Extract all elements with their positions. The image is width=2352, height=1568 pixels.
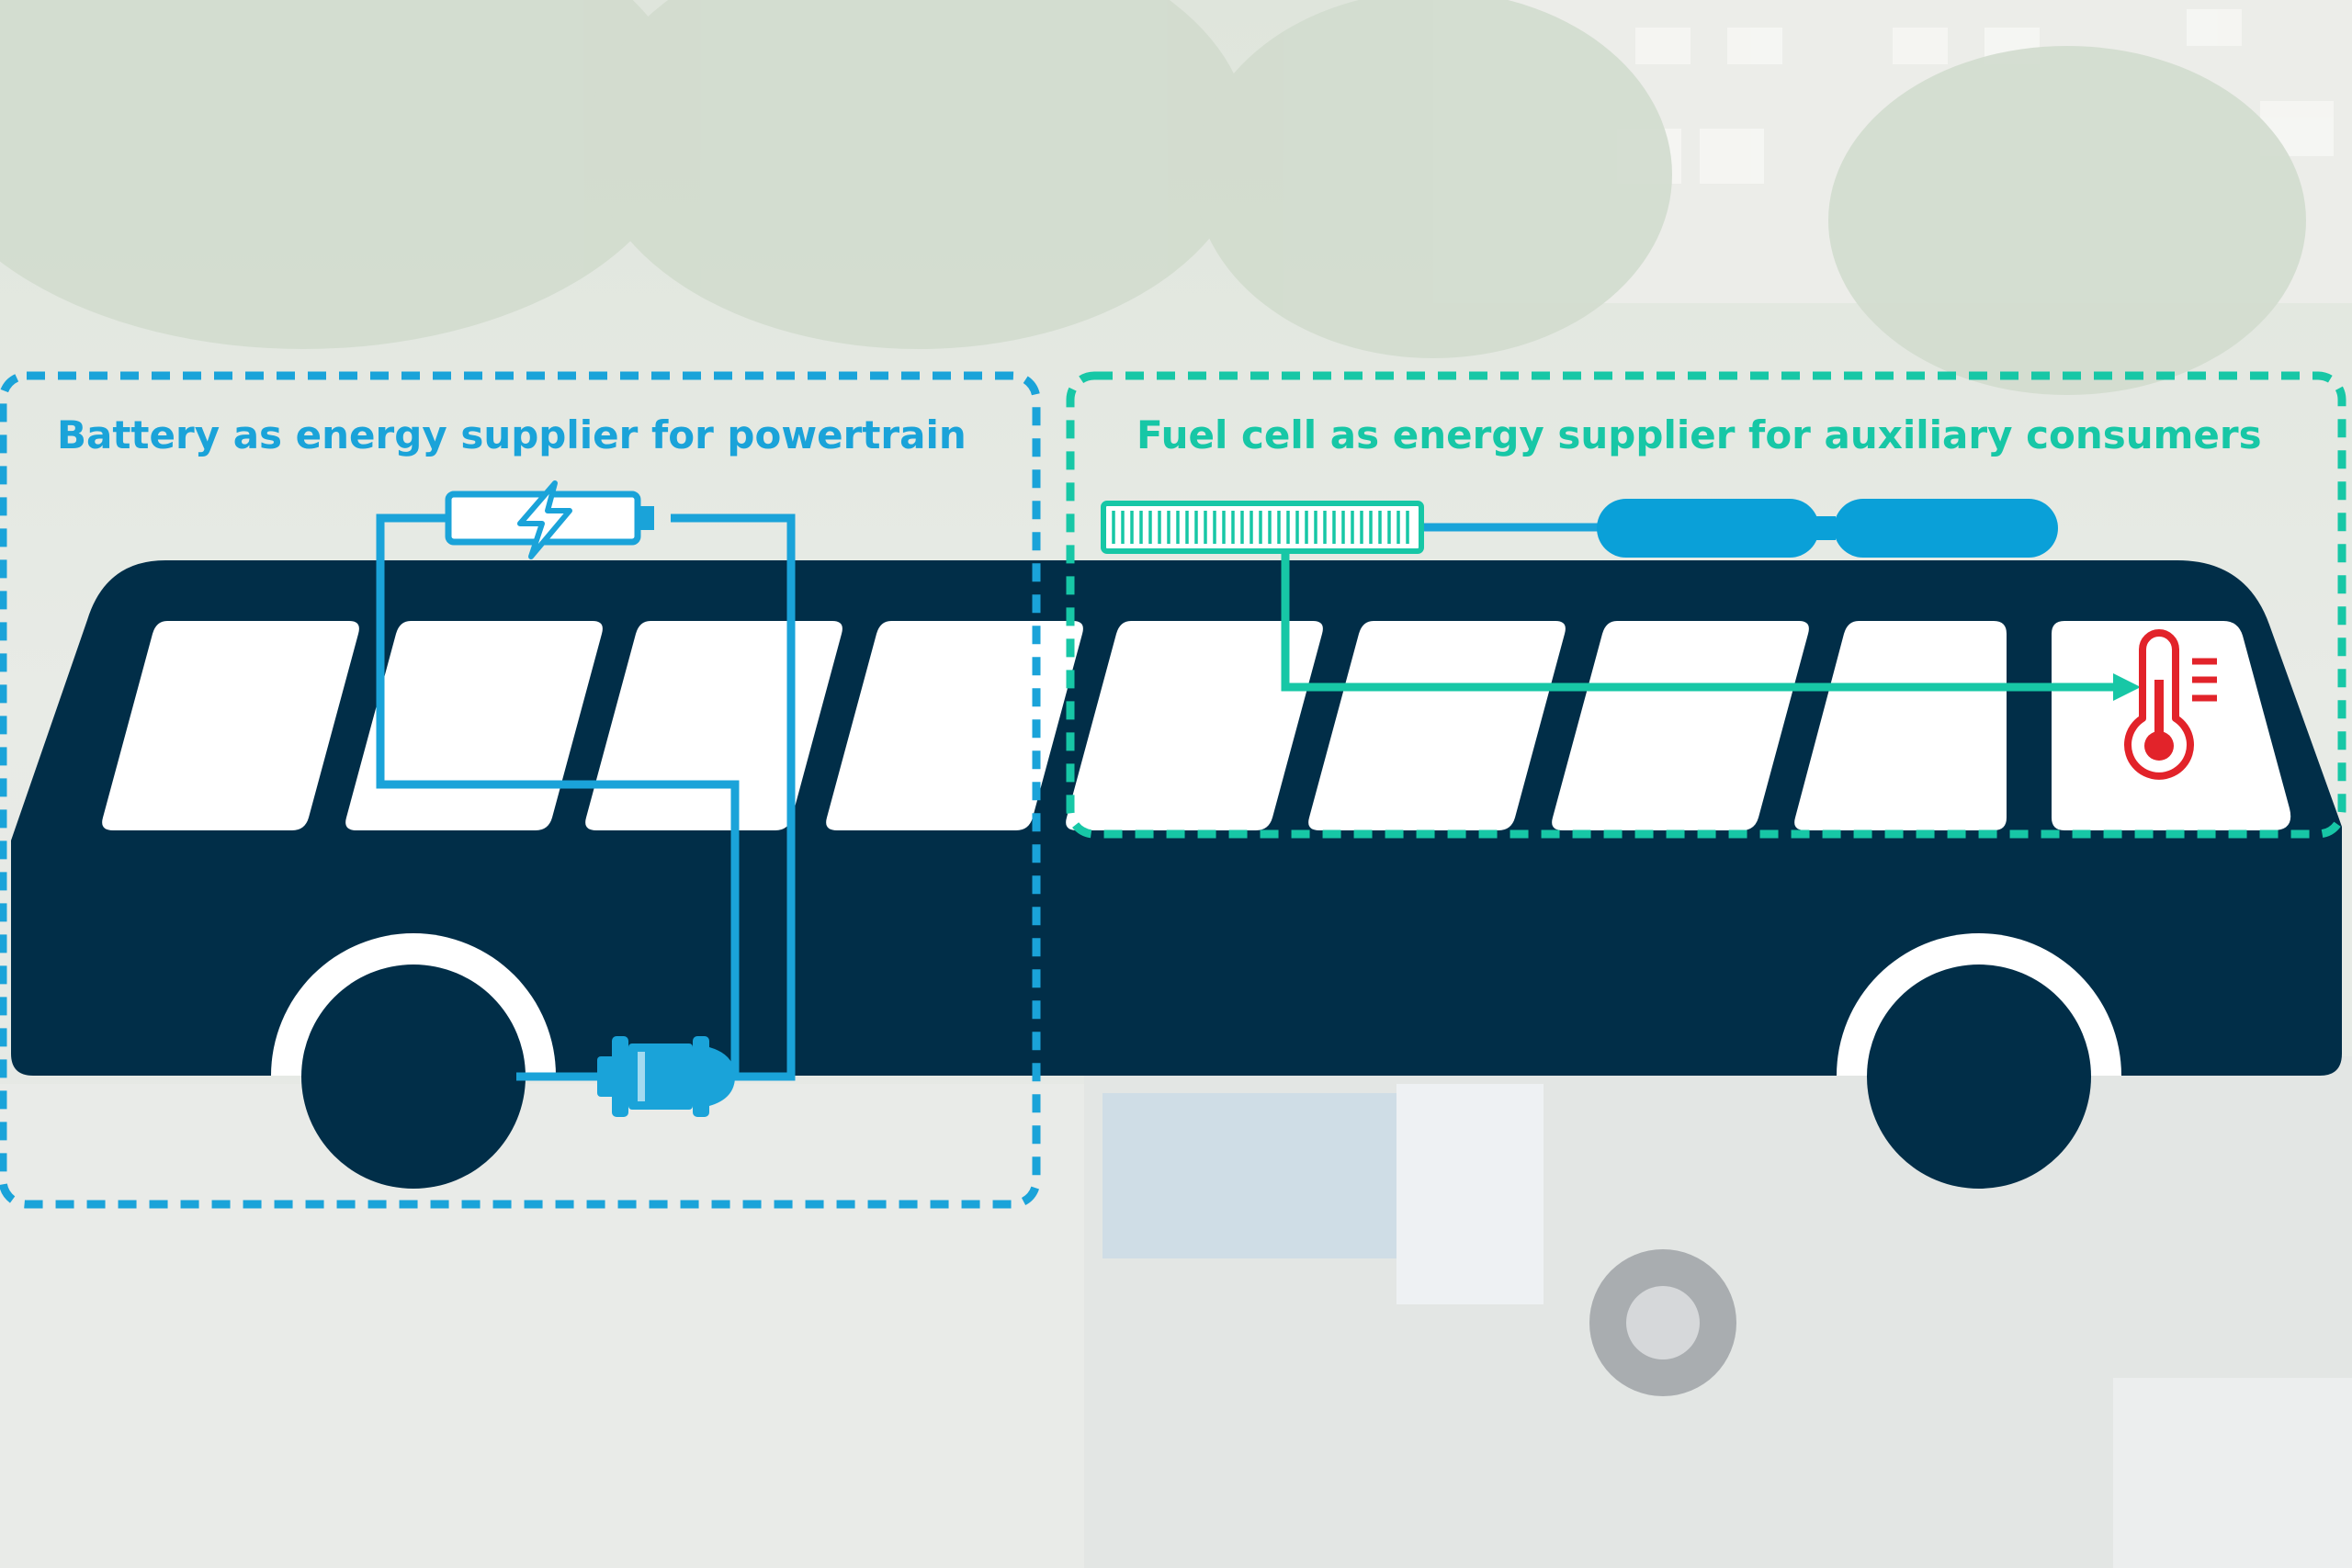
bus-windows	[102, 621, 2291, 830]
fuel-cell-region-label: Fuel cell as energy supplier for auxilia…	[1136, 412, 2262, 457]
window	[826, 621, 1083, 830]
fuel-cell-region-outline	[1066, 371, 2346, 839]
fuel-cell-circuit	[1281, 523, 2141, 701]
front-wheel	[301, 964, 526, 1189]
electric-motor-icon	[597, 1036, 735, 1117]
window	[1308, 621, 1566, 830]
fuel-cell-stack-icon	[1101, 501, 1424, 554]
window	[1794, 621, 2007, 830]
thermometer-icon	[2124, 629, 2217, 780]
hydrogen-tank-icon	[1597, 499, 2058, 558]
lightning-icon	[517, 480, 572, 559]
window	[102, 621, 359, 830]
window	[1552, 621, 1809, 830]
window	[1066, 621, 1323, 830]
window	[345, 621, 603, 830]
rear-wheel	[1867, 964, 2091, 1189]
window	[585, 621, 842, 830]
background-bus-photo	[1084, 1056, 2352, 1568]
battery-icon	[445, 480, 654, 559]
hydrogen-tank	[1597, 499, 1819, 558]
battery-region-outline	[0, 371, 1041, 1209]
hydrogen-tank	[1834, 499, 2058, 558]
battery-region-label: Battery as energy supplier for powertrai…	[57, 412, 967, 457]
